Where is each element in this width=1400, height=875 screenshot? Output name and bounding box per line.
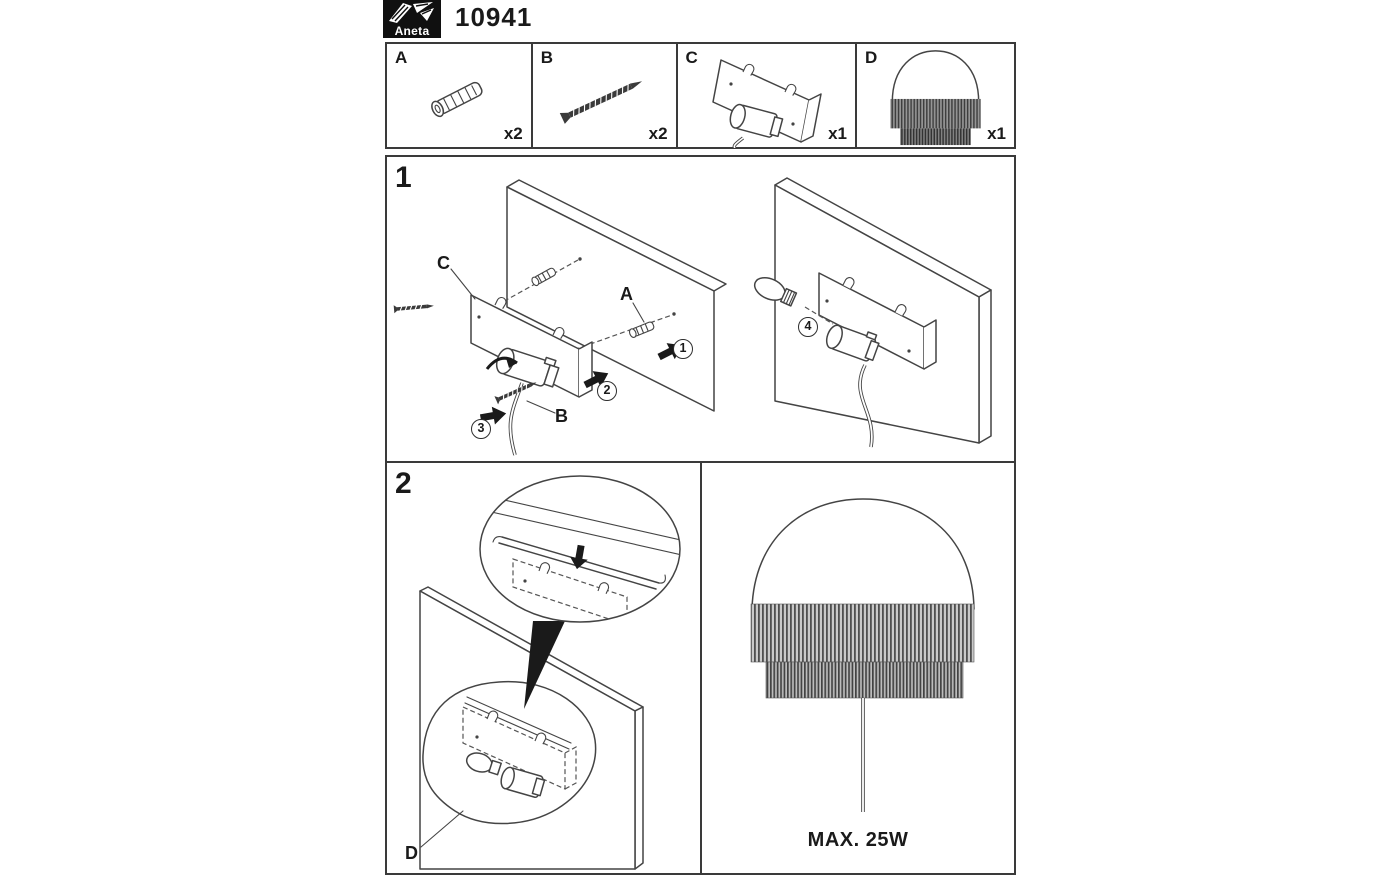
- part-cell-c: C x1: [678, 44, 857, 148]
- part-label-c: C: [437, 253, 450, 273]
- finished-lamp-drawing: [750, 498, 975, 812]
- part-qty: x2: [503, 124, 523, 143]
- insert-arrow-icon: [570, 544, 588, 570]
- part-qty: x2: [648, 124, 668, 143]
- step-number: 2: [395, 467, 412, 500]
- light-bulb-icon: [753, 276, 798, 307]
- bracket-socket-icon: [712, 58, 823, 148]
- part-cell-b: B x2: [533, 44, 678, 147]
- screw-icon: [559, 80, 643, 124]
- step-1-panel: 1 C A B 1 2 3 4: [385, 155, 1016, 463]
- parts-list: A x2 B x2: [385, 42, 1016, 149]
- rotate-arrow-icon: [485, 356, 518, 370]
- finished-lamp-panel: MAX. 25W: [700, 461, 1016, 875]
- dome-shade-icon: [890, 49, 981, 145]
- part-qty: x1: [987, 124, 1006, 143]
- part-cell-d: D x1: [857, 44, 1014, 147]
- light-bulb-icon: [465, 752, 502, 776]
- part-label-a: A: [620, 284, 633, 304]
- step-1-drawing: [393, 177, 992, 456]
- part-label-d: D: [405, 843, 418, 863]
- part-id: B: [540, 48, 554, 67]
- part-id: C: [685, 48, 698, 67]
- lamp-socket-icon: [825, 324, 880, 362]
- lamp-socket-icon: [500, 766, 546, 799]
- brand-name: Aneta: [394, 24, 430, 38]
- rotate-arrowhead-icon: [506, 358, 517, 368]
- brand-logo: Aneta: [383, 0, 441, 38]
- step-marker-3: 3: [471, 419, 491, 439]
- part-label-b: B: [555, 406, 568, 426]
- step-marker-4: 4: [798, 317, 818, 337]
- screw-icon: [393, 304, 434, 314]
- bird-logo-icon: [389, 2, 434, 23]
- part-id: D: [865, 48, 878, 67]
- screw-icon: [494, 382, 537, 405]
- step-number: 1: [395, 161, 412, 194]
- step-2-drawing: [419, 475, 681, 870]
- wall-plug-icon: [430, 81, 483, 117]
- part-qty: x1: [828, 124, 847, 143]
- step-marker-1: 1: [673, 339, 693, 359]
- part-id: A: [395, 48, 408, 67]
- max-wattage-note: MAX. 25W: [807, 829, 909, 851]
- part-cell-a: A x2: [387, 44, 533, 147]
- wall-plug-icon: [628, 321, 655, 338]
- wall-plug-icon: [531, 267, 557, 287]
- step-marker-2: 2: [597, 381, 617, 401]
- step-2-panel: 2 D: [385, 461, 700, 875]
- product-code: 10941: [455, 2, 533, 32]
